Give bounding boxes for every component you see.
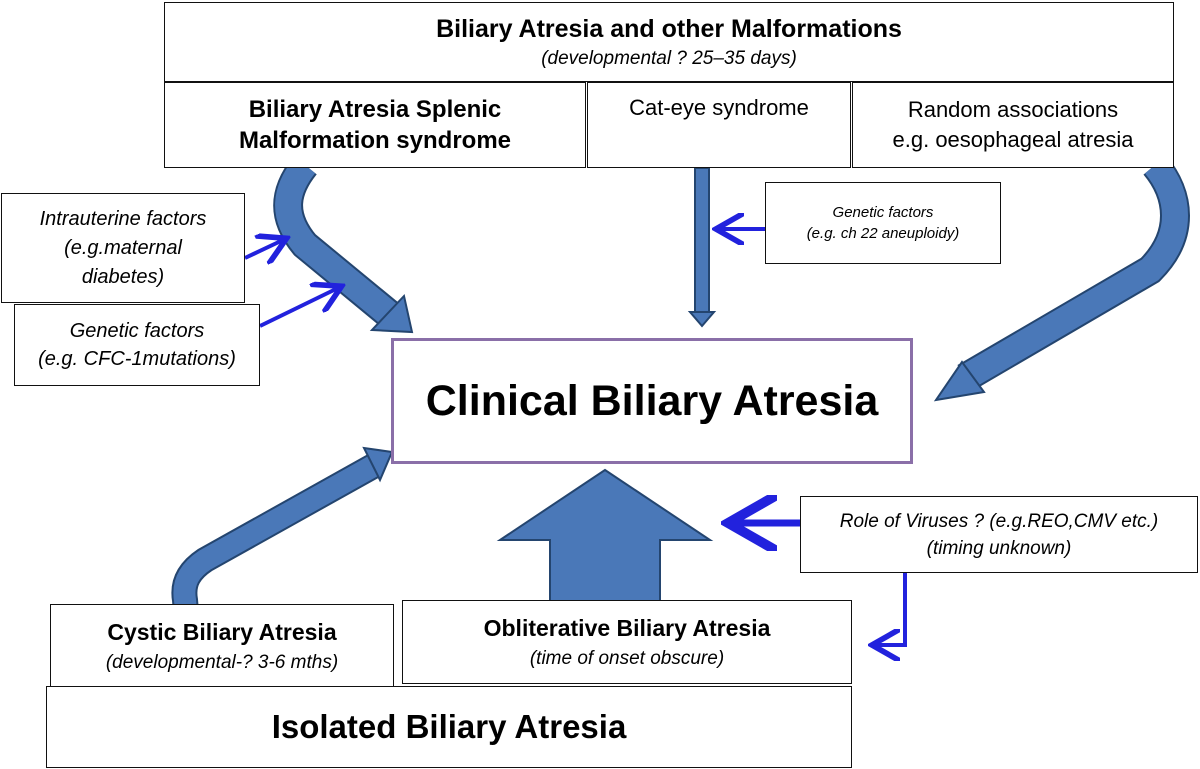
obliterative-box: Obliterative Biliary Atresia (time of on… [402, 600, 852, 684]
arrow-cystic-to-clinical [171, 446, 394, 662]
viruses-line2: (timing unknown) [926, 537, 1072, 559]
isolated-box: Isolated Biliary Atresia [46, 686, 852, 768]
random-line1: Random associations [907, 97, 1119, 122]
genetic-cfc-box: Genetic factors (e.g. CFC-1mutations) [14, 304, 260, 386]
malformations-subtitle: (developmental ? 25–35 days) [541, 47, 797, 69]
malformations-box: Biliary Atresia and other Malformations … [164, 2, 1174, 82]
arrow-random-to-clinical [933, 155, 1190, 402]
cateye-box: Cat-eye syndrome [587, 82, 851, 168]
arrow-cateye-to-clinical [687, 167, 717, 328]
cystic-subtitle: (developmental-? 3-6 mths) [105, 651, 339, 673]
intrauterine-line2: (e.g.maternal [64, 236, 182, 259]
arrow-viruses-to-obliterative [876, 572, 907, 645]
malformations-title: Biliary Atresia and other Malformations [436, 14, 902, 43]
obliterative-subtitle: (time of onset obscure) [529, 647, 725, 669]
viruses-box: Role of Viruses ? (e.g.REO,CMV etc.) (ti… [800, 496, 1198, 573]
genetic-ch22-line2: (e.g. ch 22 aneuploidy) [806, 225, 960, 242]
viruses-line1: Role of Viruses ? (e.g.REO,CMV etc.) [839, 510, 1159, 532]
intrauterine-line3: diabetes) [81, 265, 165, 288]
clinical-label: Clinical Biliary Atresia [425, 376, 879, 425]
genetic-cfc-line1: Genetic factors [69, 320, 205, 342]
arrow-intrauterine [244, 240, 283, 258]
basm-line2: Malformation syndrome [238, 127, 512, 154]
arrow-genetic-cfc [259, 288, 338, 328]
genetic-ch22-box: Genetic factors (e.g. ch 22 aneuploidy) [765, 182, 1001, 264]
basm-box: Biliary Atresia Splenic Malformation syn… [164, 82, 586, 168]
intrauterine-box: Intrauterine factors (e.g.maternal diabe… [1, 193, 245, 303]
genetic-ch22-line1: Genetic factors [832, 204, 934, 221]
cystic-box-main: Cystic Biliary Atresia (developmental-? … [50, 604, 394, 688]
intrauterine-line1: Intrauterine factors [39, 207, 207, 230]
random-box: Random associations e.g. oesophageal atr… [852, 82, 1174, 168]
random-line2: e.g. oesophageal atresia [892, 127, 1134, 152]
obliterative-title: Obliterative Biliary Atresia [483, 614, 771, 641]
basm-line1: Biliary Atresia Splenic [248, 96, 502, 123]
genetic-cfc-line2: (e.g. CFC-1mutations) [38, 348, 236, 370]
arrow-basm-to-clinical [273, 155, 414, 334]
cystic-title: Cystic Biliary Atresia [107, 618, 337, 645]
isolated-label: Isolated Biliary Atresia [271, 708, 627, 745]
clinical-box: Clinical Biliary Atresia [391, 338, 913, 464]
cateye-label: Cat-eye syndrome [629, 95, 809, 120]
